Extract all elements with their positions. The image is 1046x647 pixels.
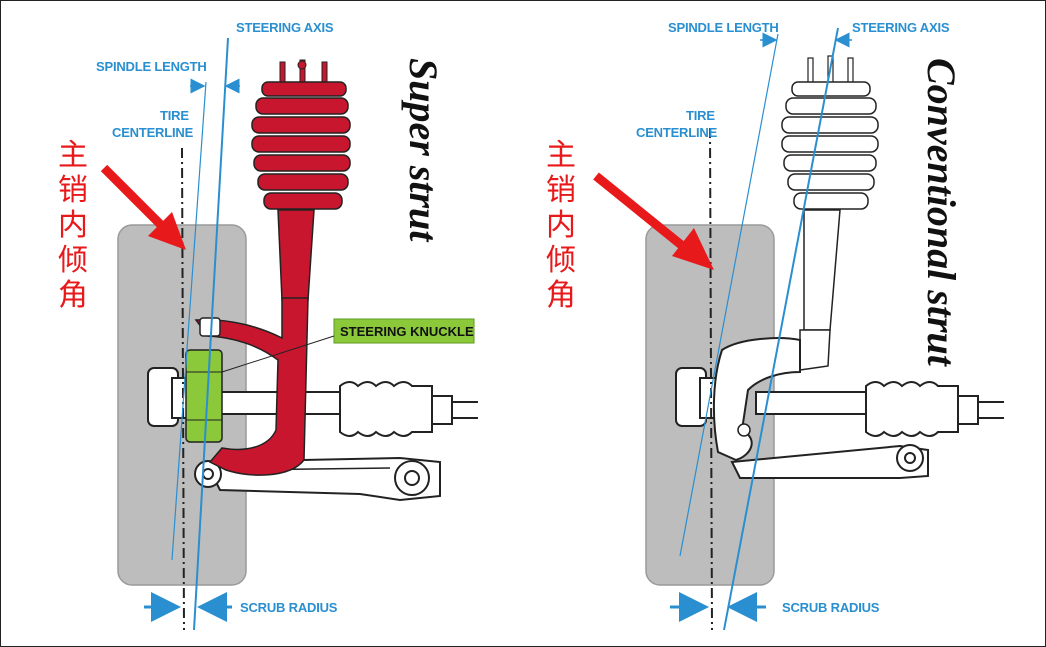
steering-axis-line-right	[723, 27, 839, 631]
red-arrow-head-left	[148, 212, 186, 250]
tire-centerline-right	[709, 127, 713, 631]
super-strut-assembly	[194, 59, 351, 476]
spindle-length-label-left: SPINDLE LENGTH	[96, 59, 207, 74]
lower-control-arm-right	[730, 444, 929, 479]
tire-centerline-left	[181, 147, 185, 631]
centerline-label-right: CENTERLINE	[636, 125, 718, 140]
cn-char-2-right: 销	[546, 173, 576, 208]
cn-char-4-right: 倾	[546, 243, 576, 278]
steering-knuckle-label: STEERING KNUCKLE	[340, 324, 474, 339]
cn-char-3-right: 内	[546, 208, 576, 243]
conventional-strut-panel: SPINDLE LENGTH STEERING AXIS TIRE CENTER…	[546, 20, 1004, 631]
spindle-length-line-right	[679, 33, 779, 557]
cn-char-1: 主	[58, 138, 88, 173]
spindle-length-line-left	[171, 81, 207, 561]
cn-char-3: 内	[58, 208, 88, 243]
centerline-label-left: CENTERLINE	[112, 125, 194, 140]
kingpin-inclination-annotation-right: 主 销 内 倾 角	[546, 138, 714, 313]
kingpin-inclination-annotation-left: 主 销 内 倾 角	[58, 138, 186, 313]
drive-shaft-right	[755, 381, 1004, 437]
tire-label-left: TIRE	[160, 108, 189, 123]
red-arrow-shaft-right	[593, 172, 693, 256]
steering-axis-label-right: STEERING AXIS	[852, 20, 950, 35]
cn-char-1-right: 主	[546, 138, 576, 173]
cn-char-2: 销	[58, 173, 88, 208]
tire-label-right: TIRE	[686, 108, 715, 123]
steering-knuckle-leader	[221, 335, 335, 373]
drive-shaft-left	[219, 381, 478, 437]
scrub-radius-label-right: SCRUB RADIUS	[782, 600, 880, 615]
cn-char-4: 倾	[58, 243, 88, 278]
super-strut-panel: STEERING KNUCKLE STEERING AXIS SPINDLE L…	[58, 20, 478, 631]
steering-axis-label-left: STEERING AXIS	[236, 20, 334, 35]
spindle-length-label-right: SPINDLE LENGTH	[668, 20, 779, 35]
cn-char-5: 角	[58, 278, 88, 313]
steering-axis-line-left	[193, 37, 229, 631]
scrub-radius-label-left: SCRUB RADIUS	[240, 600, 338, 615]
cn-char-5-right: 角	[546, 278, 576, 313]
red-arrow-head-right	[672, 228, 714, 270]
conventional-strut-title: Conventional strut	[919, 58, 964, 368]
red-arrow-shaft-left	[100, 164, 172, 236]
super-strut-title: Super strut	[401, 58, 446, 243]
steering-knuckle-left	[185, 349, 223, 443]
steering-knuckle-label-box	[333, 318, 475, 344]
